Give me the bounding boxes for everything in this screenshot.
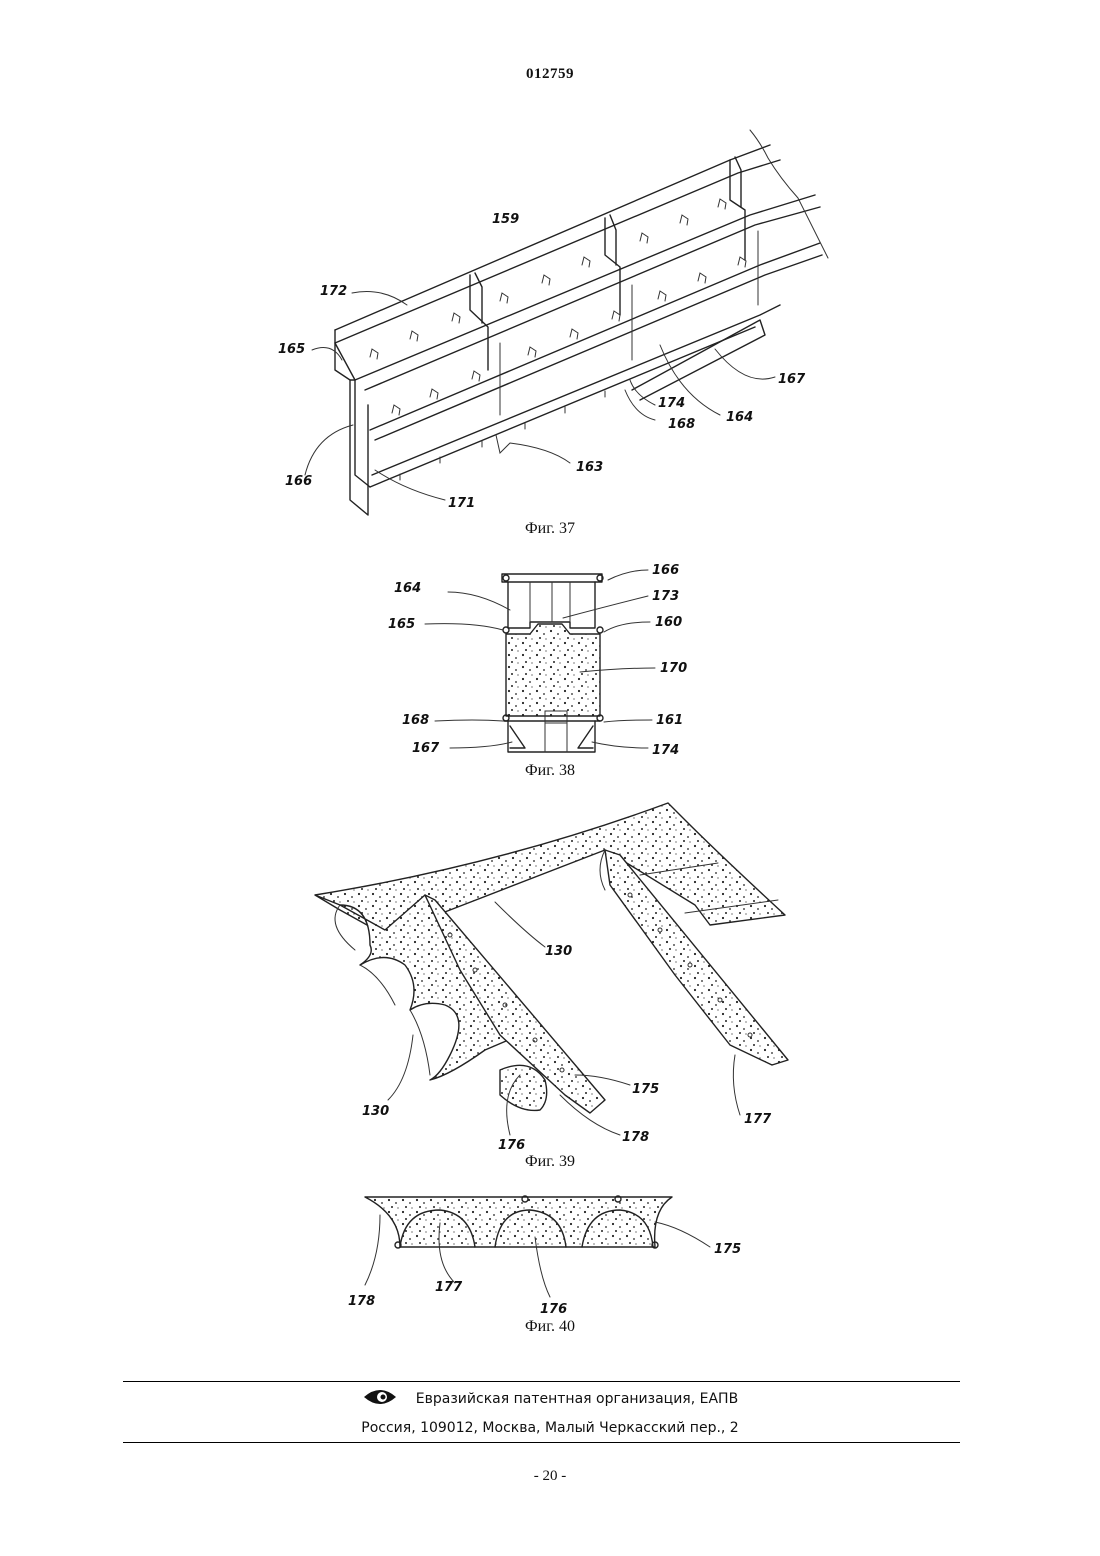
footer-top-rule (123, 1381, 960, 1382)
fig37-label-165: 165 (278, 342, 305, 357)
fig37-label-159: 159 (492, 212, 519, 227)
fig38-label-164: 164 (394, 581, 421, 596)
fig37-label-167: 167 (778, 372, 806, 387)
fig40-label-176: 176 (540, 1302, 567, 1317)
fig37-label-166: 166 (285, 474, 312, 489)
fig38-label-161: 161 (656, 713, 683, 728)
fig37-label-163: 163 (576, 460, 603, 475)
fig40-label-177: 177 (435, 1280, 463, 1295)
fig37-label-168: 168 (668, 417, 695, 432)
fig38-label-170: 170 (660, 661, 687, 676)
fig37-caption: Фиг. 37 (470, 520, 630, 538)
document-number: 012759 (0, 66, 1100, 83)
footer-address: Россия, 109012, Москва, Малый Черкасский… (0, 1420, 1100, 1436)
fig39-label-130-top: 130 (545, 944, 572, 959)
fig38-label-165: 165 (388, 617, 415, 632)
fig39-label-177: 177 (744, 1112, 772, 1127)
fig40-drawing: 178 177 176 175 (330, 1185, 790, 1325)
fig38-label-160: 160 (655, 615, 682, 630)
figure-40: 178 177 176 175 (330, 1185, 790, 1325)
fig37-label-172: 172 (320, 284, 347, 299)
eye-logo-icon (362, 1387, 398, 1411)
fig37-label-171: 171 (448, 496, 475, 511)
fig39-label-175: 175 (632, 1082, 659, 1097)
fig39-label-176: 176 (498, 1138, 525, 1153)
fig39-label-130-left: 130 (362, 1104, 389, 1119)
fig38-label-166: 166 (652, 563, 679, 578)
figure-38: 164 166 173 165 160 170 168 161 167 174 (380, 556, 720, 766)
fig38-label-167: 167 (412, 741, 440, 756)
fig37-drawing: 159 172 165 166 171 163 168 174 164 167 (260, 115, 840, 525)
figure-37: 159 172 165 166 171 163 168 174 164 167 (260, 115, 840, 525)
fig38-label-168: 168 (402, 713, 429, 728)
fig39-label-178: 178 (622, 1130, 649, 1145)
footer-bottom-rule (123, 1442, 960, 1443)
fig39-drawing: 130 130 175 177 176 178 (300, 795, 820, 1155)
fig40-label-178: 178 (348, 1294, 375, 1309)
fig40-label-175: 175 (714, 1242, 741, 1257)
fig38-label-173: 173 (652, 589, 679, 604)
fig38-label-174: 174 (652, 743, 679, 758)
fig37-label-164: 164 (726, 410, 753, 425)
fig39-caption: Фиг. 39 (470, 1153, 630, 1171)
fig37-label-174: 174 (658, 396, 685, 411)
footer-organization: Евразийская патентная организация, ЕАПВ (0, 1387, 1100, 1411)
figure-39: 130 130 175 177 176 178 (300, 795, 820, 1155)
footer-organization-text: Евразийская патентная организация, ЕАПВ (416, 1391, 738, 1407)
fig38-drawing: 164 166 173 165 160 170 168 161 167 174 (380, 556, 720, 766)
page-number: - 20 - (0, 1468, 1100, 1485)
fig38-caption: Фиг. 38 (470, 762, 630, 780)
fig40-caption: Фиг. 40 (470, 1318, 630, 1336)
